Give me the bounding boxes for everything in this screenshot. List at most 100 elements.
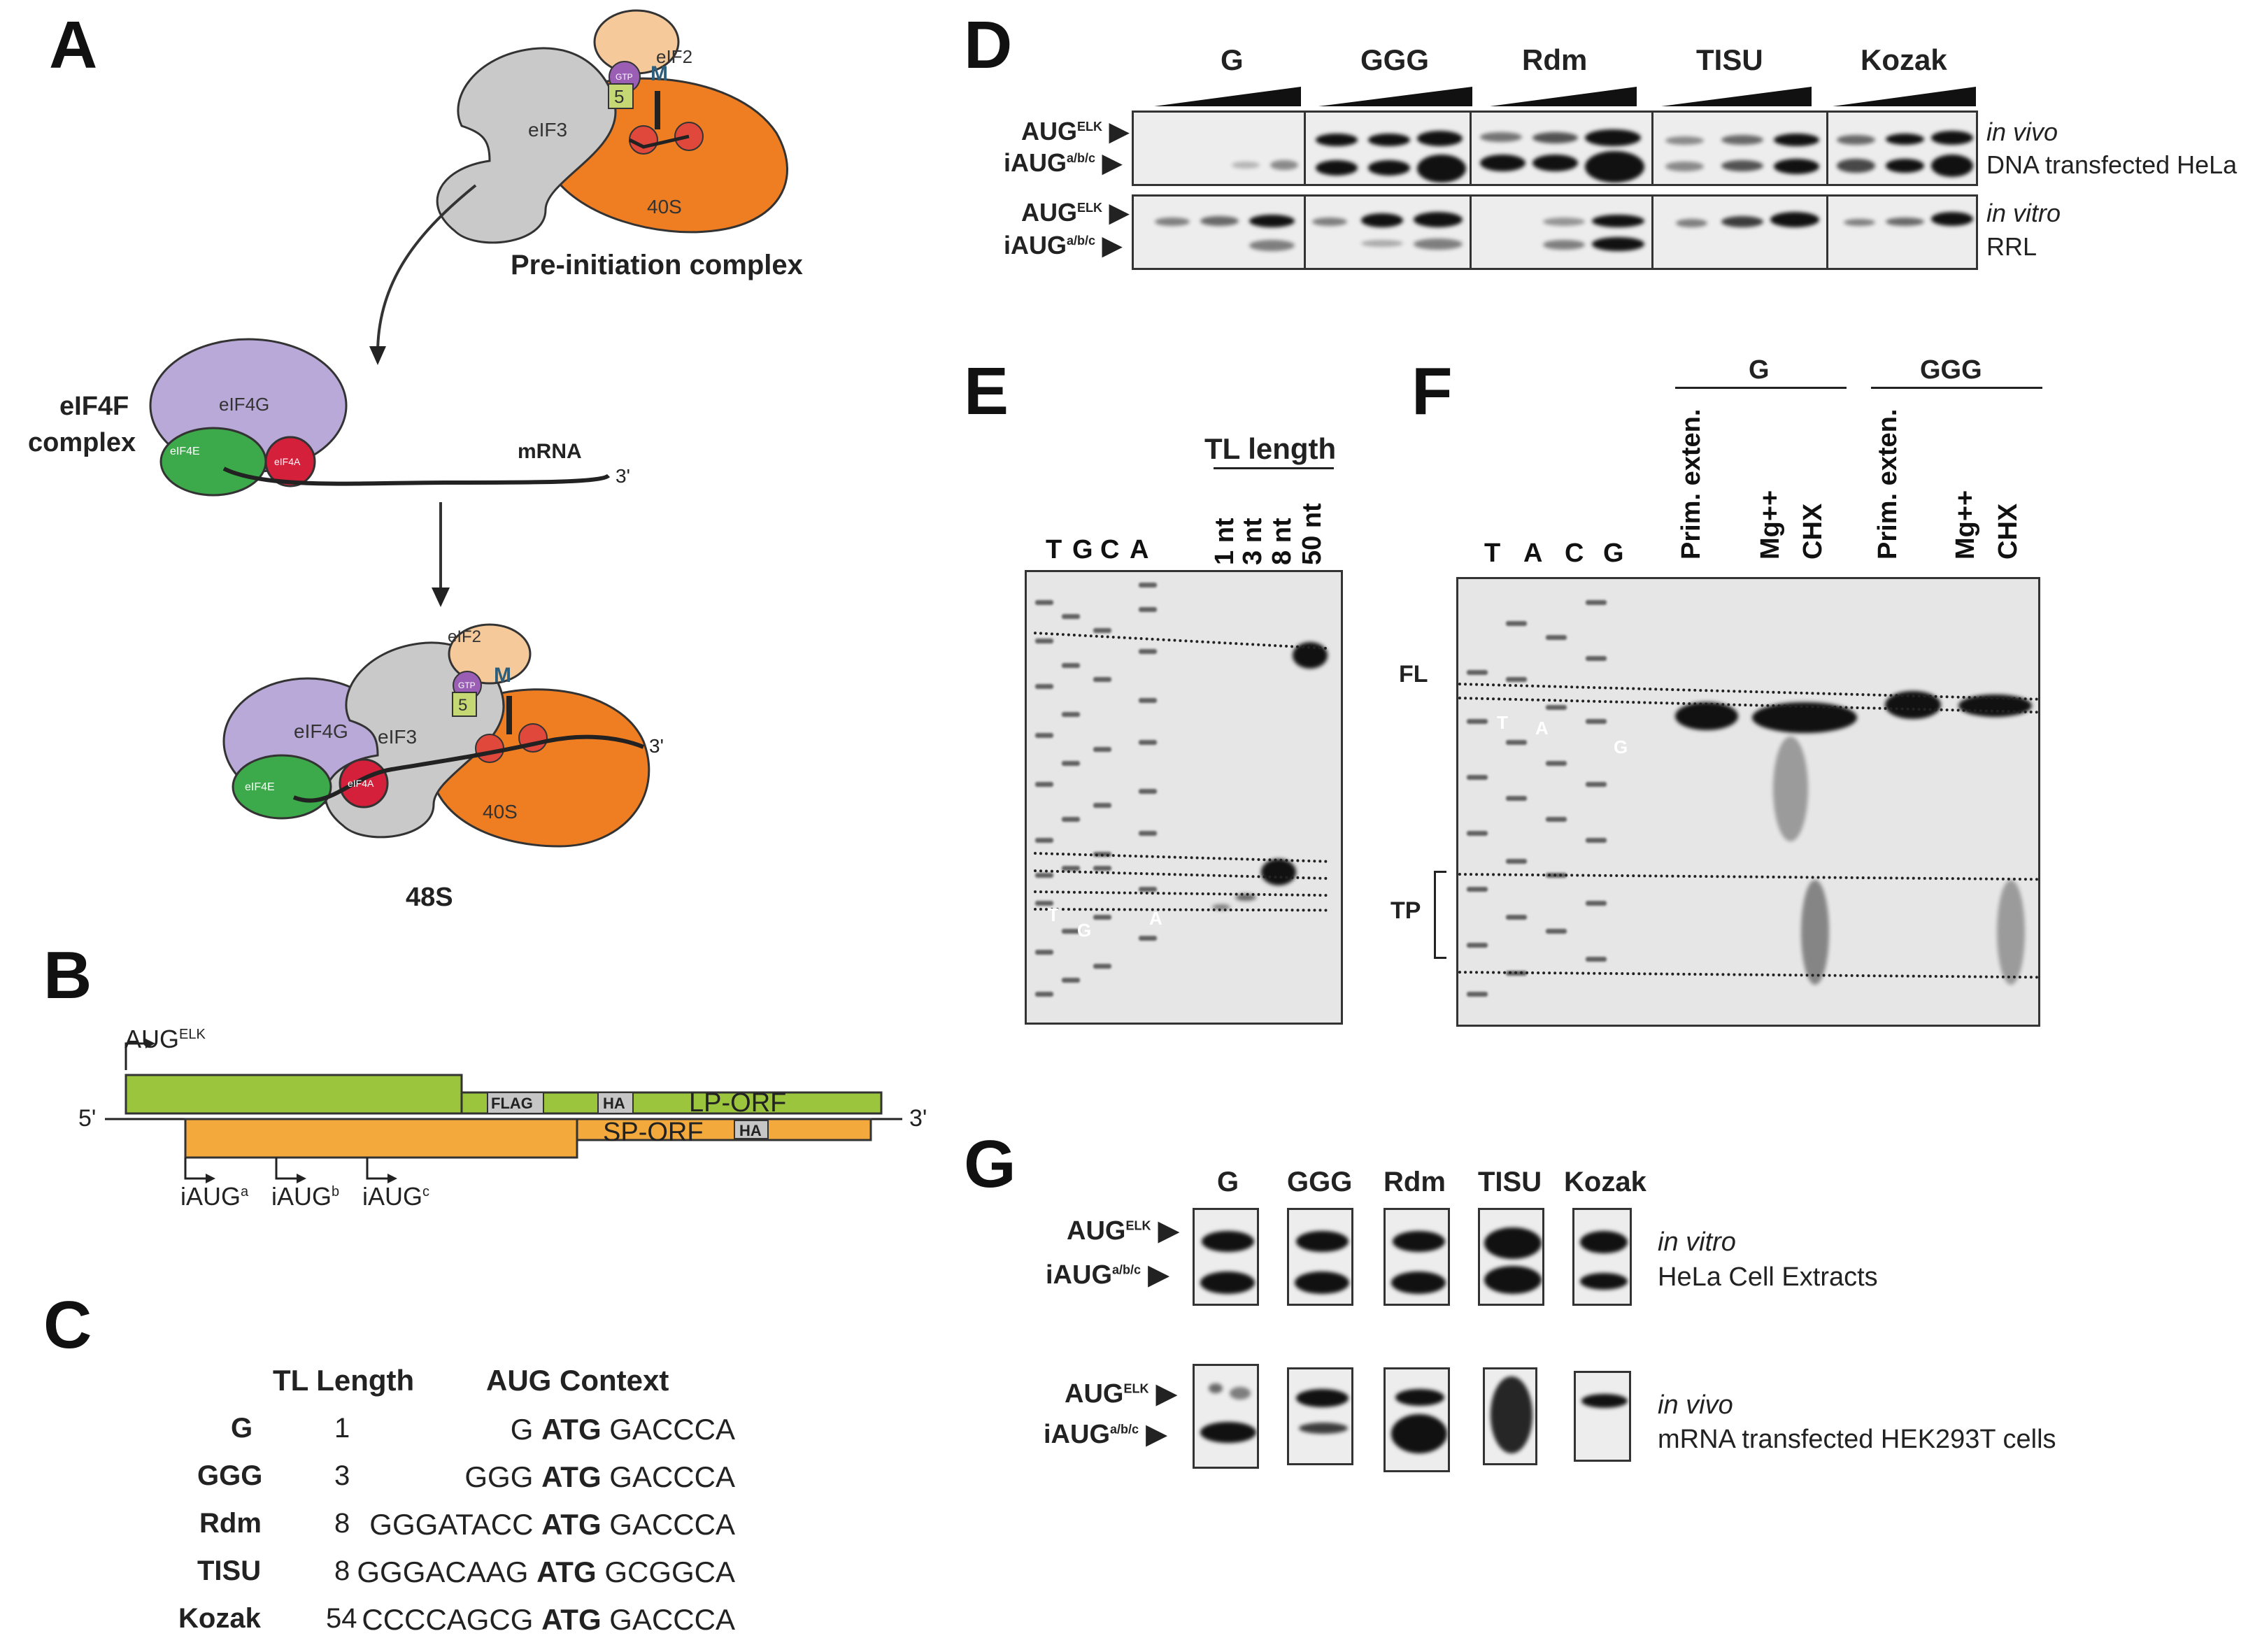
f-lane-prim-2: Prim. exten. xyxy=(1873,408,1902,560)
f-inner-g: G xyxy=(1614,736,1628,757)
gel-f: T A G xyxy=(1456,577,2040,1027)
g-blot-top-ggg xyxy=(1287,1208,1353,1306)
d-top-iaug-main: iAUG xyxy=(1004,148,1067,177)
s48-eif2-label: eIF2 xyxy=(448,627,481,646)
pic-gtp-label: GTP xyxy=(616,72,633,82)
s48-40s-label: 40S xyxy=(483,801,518,823)
blot-d-invitro xyxy=(1132,194,1978,270)
f-group-ggg-line xyxy=(1871,387,2042,389)
row-seq: CCCCAGCG ATG GACCCA xyxy=(362,1603,735,1637)
seq-post: GACCCA xyxy=(609,1508,735,1541)
e-title-underline xyxy=(1214,467,1334,469)
g-top-aug-sup: ELK xyxy=(1125,1218,1151,1233)
group-label-tisu: TISU xyxy=(1696,43,1763,76)
eif4f-label-1: eIF4F xyxy=(59,392,129,421)
g-blot-top-tisu xyxy=(1478,1208,1544,1306)
g-blot-top-rdm xyxy=(1383,1208,1450,1306)
blot-d-invivo xyxy=(1132,111,1978,186)
g-group-g: G xyxy=(1217,1167,1239,1197)
e-lane-1nt: 1 nt xyxy=(1210,518,1239,565)
d-rrl-label: RRL xyxy=(1986,232,2037,261)
s48-eif4e-label: eIF4E xyxy=(245,781,275,793)
e-inner-t: T xyxy=(1048,904,1059,925)
row-name: Kozak xyxy=(178,1603,261,1634)
d-bottom-aug-sup: ELK xyxy=(1077,201,1102,215)
sp-orf-label: SP-ORF xyxy=(603,1118,704,1147)
g-top-iaug-main: iAUG xyxy=(1046,1260,1112,1290)
g-blot-bottom-kozak xyxy=(1574,1371,1631,1462)
g-hela-extracts-label: HeLa Cell Extracts xyxy=(1658,1262,1878,1292)
row-name: TISU xyxy=(197,1555,262,1586)
aug-elk-sup: ELK xyxy=(179,1027,206,1042)
pic-m-label: M xyxy=(650,62,668,85)
g-top-aug-label: AUGELK ▶ xyxy=(1067,1216,1179,1246)
g-blot-bottom-tisu xyxy=(1483,1367,1537,1465)
seq-pre: GGGATACC xyxy=(369,1508,534,1541)
f-inner-t: T xyxy=(1497,712,1508,733)
d-bottom-iaug-label: iAUGa/b/c ▶ xyxy=(1004,231,1122,259)
seq-atg: ATG xyxy=(536,1555,597,1588)
seq-atg: ATG xyxy=(541,1460,602,1493)
d-top-aug-sup: ELK xyxy=(1077,120,1102,134)
d-bottom-iaug-sup: a/b/c xyxy=(1067,234,1096,248)
panel-d-gradient-wedges xyxy=(1154,87,1976,106)
seq-atg: ATG xyxy=(541,1603,602,1636)
row-tl: 54 xyxy=(326,1603,357,1634)
row-tl: 8 xyxy=(334,1555,350,1586)
row-tl: 1 xyxy=(334,1413,350,1444)
e-lane-g: G xyxy=(1072,535,1093,564)
g-group-kozak: Kozak xyxy=(1564,1167,1646,1197)
pic-40s-label: 40S xyxy=(647,196,682,218)
f-lane-mg-2: Mg++ xyxy=(1951,490,1980,560)
pic-title: Pre-initiation complex xyxy=(511,250,803,280)
f-lane-chx-1: CHX xyxy=(1798,503,1828,560)
pic-eif2-label: eIF2 xyxy=(656,46,692,67)
three-prime-label: 3' xyxy=(909,1105,927,1132)
e-lane-3nt: 3 nt xyxy=(1238,518,1267,565)
row-seq: GGGACAAG ATG GCGGCA xyxy=(357,1555,735,1589)
g-blot-bottom-rdm xyxy=(1383,1367,1450,1472)
iaug-b-label: iAUGb xyxy=(271,1182,339,1211)
eif4a-label: eIF4A xyxy=(274,456,301,467)
f-lane-prim-1: Prim. exten. xyxy=(1677,408,1706,560)
iaug-a-main: iAUG xyxy=(180,1182,241,1211)
d-bottom-aug-label: AUGELK ▶ xyxy=(1021,198,1129,227)
group-label-kozak: Kozak xyxy=(1861,43,1947,76)
seq-pre: CCCCAGCG xyxy=(362,1603,534,1636)
f-tp-bracket xyxy=(1434,871,1446,959)
g-bottom-aug-main: AUG xyxy=(1065,1379,1124,1409)
panel-label-a: A xyxy=(49,8,98,83)
d-top-aug-label: AUGELK ▶ xyxy=(1021,117,1129,145)
g-bottom-iaug-label: iAUGa/b/c ▶ xyxy=(1044,1420,1167,1449)
iaug-c-main: iAUG xyxy=(362,1182,423,1211)
f-group-g: G xyxy=(1749,355,1770,385)
s48-title: 48S xyxy=(406,883,453,912)
group-label-ggg: GGG xyxy=(1360,43,1430,76)
panel-a-diagram: eIF2 M GTP 5 eIF3 40S Pre-initiation com… xyxy=(28,9,803,912)
f-group-g-line xyxy=(1675,387,1847,389)
iaug-b-sup: b xyxy=(332,1184,340,1199)
row-tl: 8 xyxy=(334,1508,350,1539)
g-group-rdm: Rdm xyxy=(1383,1167,1446,1197)
s48-three-prime: 3' xyxy=(649,735,664,757)
panel-label-e: E xyxy=(964,354,1009,429)
seq-post: GACCCA xyxy=(609,1460,735,1493)
f-lane-t: T xyxy=(1484,539,1501,568)
seq-post: GACCCA xyxy=(609,1603,735,1636)
seq-pre: G xyxy=(510,1413,534,1446)
five-prime-label: 5' xyxy=(78,1105,97,1132)
g-blot-bottom-ggg xyxy=(1287,1367,1353,1465)
aug-elk-main: AUG xyxy=(125,1025,180,1053)
seq-atg: ATG xyxy=(541,1508,602,1541)
e-inner-g: G xyxy=(1077,920,1092,941)
f-lane-a: A xyxy=(1523,539,1543,568)
d-top-iaug-sup: a/b/c xyxy=(1067,151,1096,165)
d-top-iaug-label: iAUGa/b/c ▶ xyxy=(1004,148,1122,177)
row-seq: GGGATACC ATG GACCCA xyxy=(369,1508,735,1541)
row-seq: GGG ATG GACCCA xyxy=(464,1460,735,1494)
eif4f-label-2: complex xyxy=(28,428,136,457)
e-lane-t: T xyxy=(1046,535,1062,564)
s48-m-label: M xyxy=(494,664,511,687)
g-bottom-iaug-sup: a/b/c xyxy=(1110,1422,1139,1437)
row-name: G xyxy=(231,1413,253,1444)
